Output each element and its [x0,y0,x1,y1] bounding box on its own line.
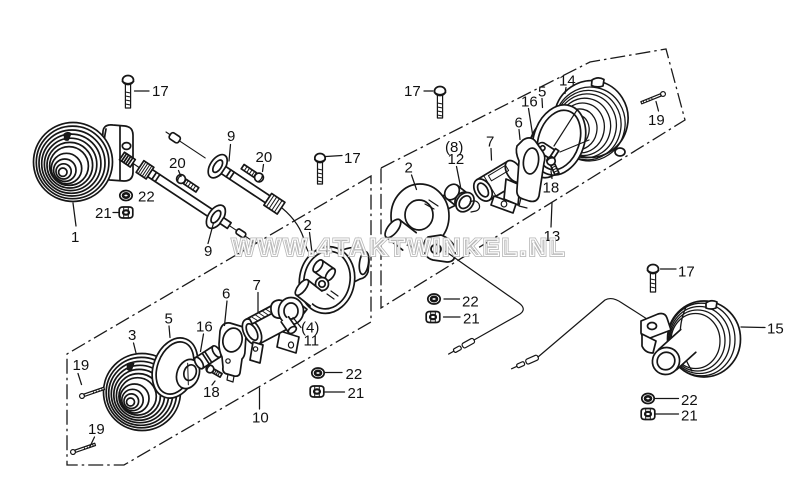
svg-text:17: 17 [152,83,169,100]
svg-text:13: 13 [544,228,561,245]
svg-text:17: 17 [404,83,421,100]
svg-text:22: 22 [462,294,479,311]
svg-text:20: 20 [256,149,273,166]
svg-text:9: 9 [204,243,212,260]
svg-text:21: 21 [95,205,112,222]
svg-text:19: 19 [648,112,665,129]
svg-text:21: 21 [681,408,698,425]
svg-text:15: 15 [767,321,784,338]
svg-text:7: 7 [486,134,494,151]
svg-text:7: 7 [253,277,261,294]
svg-text:19: 19 [88,421,105,438]
svg-text:WWW.4TAKTWINKEL.NL: WWW.4TAKTWINKEL.NL [232,235,567,262]
svg-text:22: 22 [346,366,363,383]
svg-text:WWW.4TAKTWINKEL.NL: WWW.4TAKTWINKEL.NL [232,235,567,262]
svg-text:(8): (8) [445,139,463,156]
svg-text:21: 21 [348,385,365,402]
svg-text:17: 17 [678,264,695,281]
svg-text:20: 20 [169,155,186,172]
svg-text:18: 18 [203,384,220,401]
svg-text:(4): (4) [301,320,319,337]
svg-text:5: 5 [165,311,173,328]
svg-text:16: 16 [196,319,213,336]
svg-text:2: 2 [304,217,312,234]
svg-text:12: 12 [448,151,465,168]
svg-text:22: 22 [138,189,155,206]
svg-text:6: 6 [515,115,523,132]
svg-text:6: 6 [222,286,230,303]
svg-text:22: 22 [681,392,698,409]
svg-text:1: 1 [71,229,79,246]
svg-text:2: 2 [405,160,413,177]
svg-text:3: 3 [128,327,136,344]
svg-text:14: 14 [559,73,576,90]
svg-text:11: 11 [304,333,320,350]
svg-text:19: 19 [73,357,90,374]
svg-text:16: 16 [521,94,538,111]
svg-text:5: 5 [538,84,546,101]
svg-text:18: 18 [543,180,560,197]
svg-text:9: 9 [227,128,235,145]
svg-text:17: 17 [344,150,361,167]
svg-text:10: 10 [252,410,269,427]
svg-text:21: 21 [463,311,480,328]
